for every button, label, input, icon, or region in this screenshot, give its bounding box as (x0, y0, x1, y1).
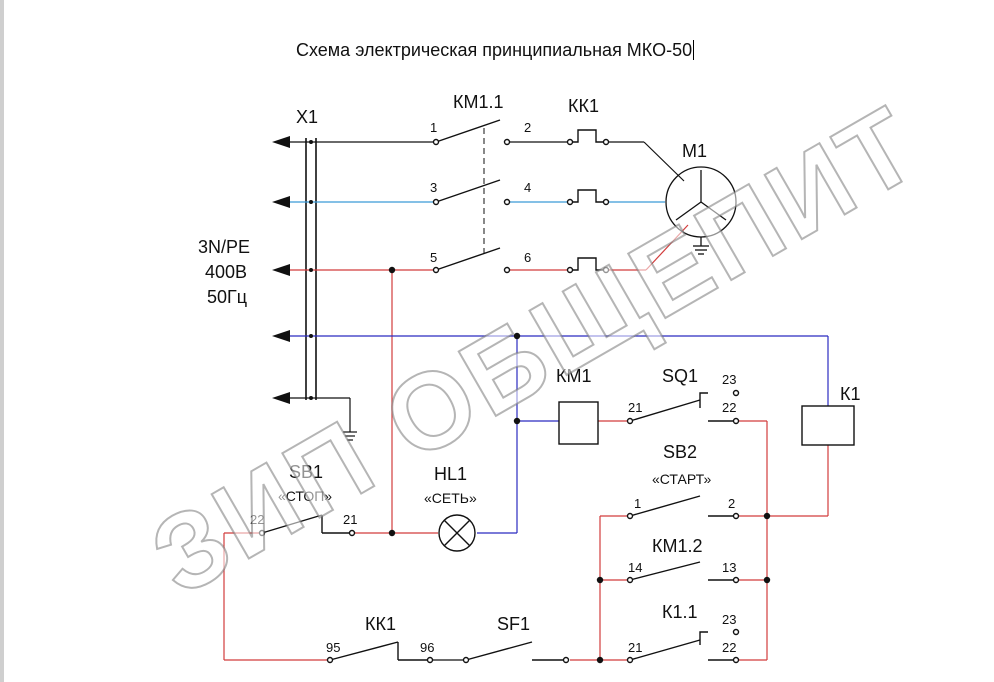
hl1-lamp (438, 514, 476, 552)
diagram-title: Схема электрическая принципиальная МКО-5… (296, 40, 695, 60)
neutral-wire (282, 335, 829, 534)
phase-l3-wire (282, 224, 689, 533)
pin-5: 5 (430, 250, 437, 265)
label-km12: КМ1.2 (652, 536, 703, 556)
pin-3: 3 (430, 180, 437, 195)
pin-sb1-21: 21 (343, 512, 357, 527)
terminal-dots (309, 140, 313, 400)
junction-dots (388, 266, 771, 664)
label-supply-1: 3N/PE (198, 237, 250, 257)
x1-terminal-block (305, 138, 317, 400)
pin-sb2-1: 1 (634, 496, 641, 511)
k11-contact (626, 628, 740, 664)
sq1-switch (626, 389, 740, 425)
pin-4: 4 (524, 180, 531, 195)
pe-wire (282, 397, 357, 441)
label-sf1: SF1 (497, 614, 530, 634)
pin-sq-22: 22 (722, 400, 736, 415)
sf1-switch (462, 641, 570, 664)
label-sb1: SB1 (289, 462, 323, 482)
pin-k11-23: 23 (722, 612, 736, 627)
text-cursor (693, 40, 695, 60)
label-hl1: HL1 (434, 464, 467, 484)
pin-sb2-2: 2 (728, 496, 735, 511)
pin-sq-23: 23 (722, 372, 736, 387)
label-km1: КМ1 (556, 366, 592, 386)
label-set: «СЕТЬ» (424, 490, 477, 506)
label-m1: М1 (682, 141, 707, 161)
kk1-nc-contact (326, 641, 434, 664)
label-sb2: SB2 (663, 442, 697, 462)
kk1-heaters (566, 129, 610, 274)
pin-kk-96: 96 (420, 640, 434, 655)
pin-kk-95: 95 (326, 640, 340, 655)
label-x1: X1 (296, 107, 318, 127)
label-supply-2: 400В (205, 262, 247, 282)
label-k11: К1.1 (662, 602, 698, 622)
k1-coil (801, 405, 855, 446)
component-labels: X1 3N/PE 400В 50Гц КМ1.1 КК1 М1 КМ1 SQ1 … (198, 92, 861, 634)
pin-6: 6 (524, 250, 531, 265)
pin-sq-21: 21 (628, 400, 642, 415)
phase-l1-wire (282, 141, 685, 182)
supply-arrows (272, 136, 290, 404)
km11-contacts (432, 119, 511, 274)
label-start: «СТАРТ» (652, 471, 712, 487)
pin-k11-21: 21 (628, 640, 642, 655)
pin-km12-14: 14 (628, 560, 642, 575)
pin-2: 2 (524, 120, 531, 135)
label-stop: «СТОП» (278, 488, 332, 504)
label-km11: КМ1.1 (453, 92, 504, 112)
pin-k11-22: 22 (722, 640, 736, 655)
pin-km12-13: 13 (722, 560, 736, 575)
control-wiring (223, 420, 829, 661)
pin-1: 1 (430, 120, 437, 135)
pin-sb1-22: 22 (250, 512, 264, 527)
label-k1: К1 (840, 384, 861, 404)
label-kk1-bot: КК1 (365, 614, 396, 634)
sb1-switch (258, 514, 356, 537)
label-supply-3: 50Гц (207, 287, 247, 307)
km12-contact (626, 561, 740, 584)
motor-m1 (665, 166, 737, 255)
km1-coil (558, 401, 599, 445)
label-sq1: SQ1 (662, 366, 698, 386)
pin-labels: 1 2 3 4 5 6 21 23 22 22 21 1 2 14 13 95 … (250, 120, 736, 655)
label-kk1-top: КК1 (568, 96, 599, 116)
sb2-switch (626, 495, 740, 520)
